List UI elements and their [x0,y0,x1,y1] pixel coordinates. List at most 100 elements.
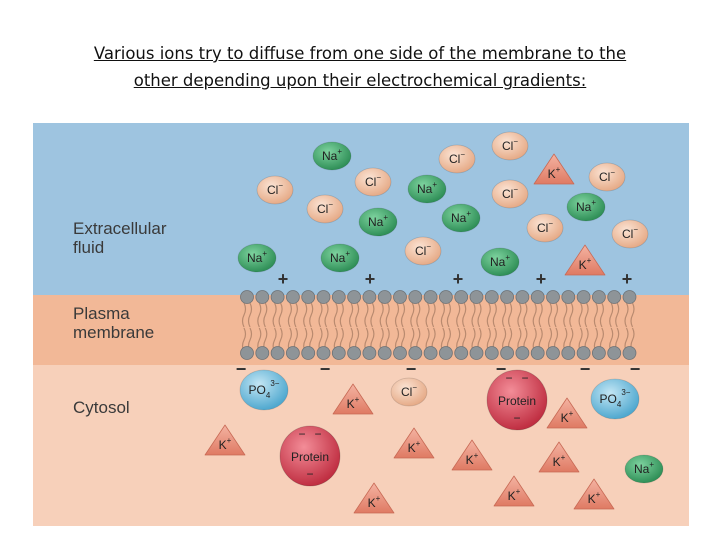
title-line-1: Various ions try to diffuse from one sid… [93,44,627,63]
lipid-head [316,290,331,304]
lipid-head [377,346,392,360]
k-ion: K+ [546,397,588,429]
lipid-tail [309,302,314,328]
cl-ion: Cl− [256,175,294,205]
cl-ion: Cl− [491,179,529,209]
lipid-head [240,290,254,304]
lipid-tail [477,302,482,328]
lipid-head [393,346,407,360]
lipid-head [408,290,423,304]
na-ion: Na+ [624,454,664,484]
svg-text:Na+: Na+ [368,213,388,229]
slide-title: Various ions try to diffuse from one sid… [30,40,690,94]
lipid-head [530,290,545,304]
lipid-tail [563,302,568,328]
lipid-head [270,290,285,304]
k-ion: K+ [538,441,580,473]
lipid-head [438,346,453,360]
lipid-head [530,346,545,360]
label-fluid: fluid [73,238,104,257]
svg-text:Na+: Na+ [330,249,350,265]
svg-text:Cl−: Cl− [622,225,638,241]
label-cytosol: Cytosol [73,398,130,417]
ions-layer: Na+Na+Na+Na+Na+Na+Na+Na+Cl−Cl−Cl−Cl−Cl−C… [204,131,664,514]
svg-text:K+: K+ [368,494,381,510]
svg-text:Na+: Na+ [417,180,437,196]
lipid-tail [303,302,308,328]
na-ion: Na+ [358,207,398,237]
svg-text:Cl−: Cl− [502,185,518,201]
k-ion: K+ [332,383,374,415]
svg-text:Protein: Protein [498,394,536,408]
cl-ion: Cl− [611,219,649,249]
cl-ion: Cl− [588,162,626,192]
lipid-head [301,290,316,304]
svg-text:Na+: Na+ [322,147,342,163]
lipid-head [240,346,254,360]
label-membrane: membrane [73,323,154,342]
cl-ion: Cl− [491,131,529,161]
svg-text:−: − [314,427,321,441]
svg-text:Cl−: Cl− [537,219,553,235]
lipid-head [423,290,438,304]
positive-charge: + [365,269,376,289]
lipid-head [255,290,270,304]
lipid-head [561,290,576,304]
lipid-tail [324,302,329,328]
svg-text:Na+: Na+ [451,209,471,225]
k-ion: K+ [204,424,246,456]
lipid-head [561,346,576,360]
svg-text:K+: K+ [561,409,574,425]
lipid-head [484,346,499,360]
lipid-head [454,346,469,360]
lipid-tail [339,302,344,328]
membrane-charges: +++++−−−−−− [236,269,641,379]
positive-charge: + [536,269,547,289]
svg-text:Cl−: Cl− [267,181,283,197]
k-ion: K+ [451,439,493,471]
lipid-tail [615,302,620,328]
lipid-head [546,290,560,304]
lipid-tail [553,302,559,328]
lipid-tail [440,302,445,328]
title-line-2: other depending upon their electrochemic… [133,71,587,90]
svg-text:Na+: Na+ [490,253,510,269]
negative-charge: − [406,359,417,379]
svg-text:Cl−: Cl− [317,200,333,216]
lipid-tail [318,302,323,328]
lipid-tail [410,302,415,328]
lipid-head [316,346,331,360]
lipid-tail [547,302,553,328]
k-ion: K+ [564,244,606,276]
lipid-tail [349,302,354,328]
negative-charge: − [496,359,507,379]
lipid-head [515,346,530,360]
svg-text:Cl−: Cl− [401,383,417,399]
svg-text:K+: K+ [347,395,360,411]
cl-ion: Cl− [526,213,564,243]
lipid-tail [241,302,247,328]
svg-text:−: − [306,467,313,481]
lipid-head [500,346,515,360]
po4-ion: PO43− [239,369,289,411]
lipid-head [377,290,392,304]
lipid-head [362,346,377,360]
lipid-tail [394,302,400,328]
lipid-tail [630,302,635,328]
lipid-tail [385,302,390,328]
svg-text:Cl−: Cl− [599,168,615,184]
svg-text:PO43−: PO43− [249,379,280,400]
lipid-head [607,346,622,360]
k-ion: K+ [393,427,435,459]
svg-text:K+: K+ [508,487,521,503]
svg-text:−: − [513,411,520,425]
lipid-head [592,290,606,304]
k-ion: K+ [353,482,395,514]
lipid-tail [364,302,369,328]
po4-ion: PO43− [590,378,640,420]
lipid-tail [471,302,476,328]
svg-text:−: − [521,371,528,385]
svg-text:Cl−: Cl− [502,137,518,153]
svg-text:Na+: Na+ [576,198,596,214]
cl-ion: Cl− [404,236,442,266]
